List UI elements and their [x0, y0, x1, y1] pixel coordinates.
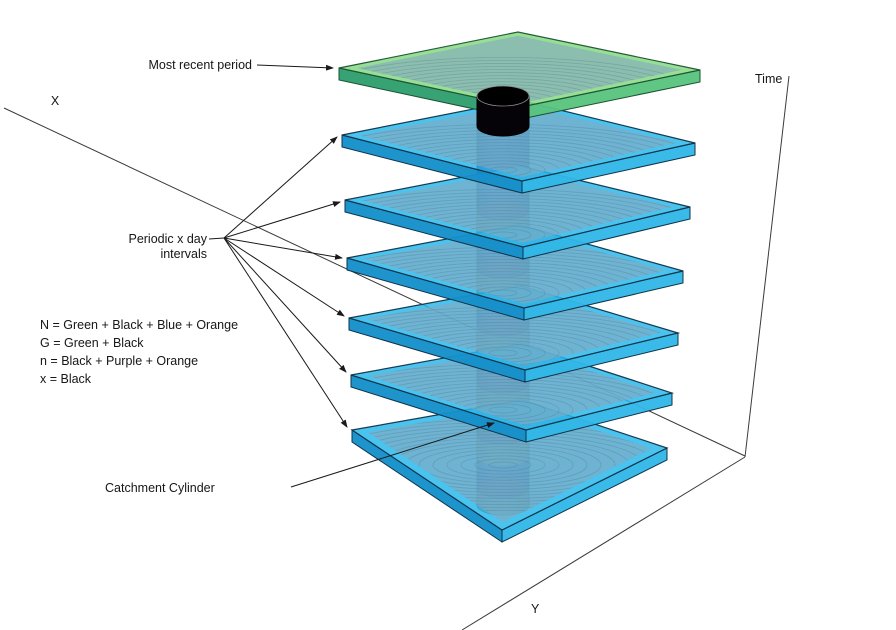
cap-top-ellipse — [476, 85, 530, 107]
arrow-periodic-interval-2 — [223, 201, 341, 239]
ripple-ring — [460, 455, 546, 475]
time-axis-line — [744, 75, 790, 458]
plane-inner-surface — [365, 290, 663, 366]
periodic-label-dash — [208, 237, 225, 240]
ripple-ring — [362, 195, 673, 243]
legend-line-4: x = Black — [40, 372, 92, 386]
legend-line-1: N = Green + Black + Blue + Orange — [40, 318, 238, 332]
ripple-ring — [488, 406, 518, 414]
ripple-ring — [488, 289, 518, 297]
ripple-ring — [474, 458, 532, 472]
y-axis-line — [461, 456, 746, 630]
ripple-ring — [418, 446, 588, 484]
plane-inner-surface — [359, 103, 678, 177]
plane-inner-surface — [362, 169, 673, 243]
ripple-ring — [357, 63, 682, 104]
plane-inner-surface — [367, 348, 657, 426]
periodic-intervals-label-line1: Periodic x day — [128, 232, 207, 246]
planes-layer — [338, 31, 701, 543]
annotation-arrows — [208, 64, 495, 488]
y-axis-label: Y — [531, 602, 540, 616]
ripple-ring — [365, 316, 663, 366]
legend-line-2: G = Green + Black — [40, 336, 144, 350]
most-recent-period-label: Most recent period — [148, 58, 252, 72]
legend-line-3: n = Black + Purple + Orange — [40, 354, 198, 368]
time-axis-label: Time — [755, 72, 782, 86]
arrow-periodic-interval-6 — [223, 237, 348, 428]
arrow-most-recent-period — [256, 64, 334, 71]
ripple-ring — [367, 376, 657, 426]
periodic-intervals-label-line2: intervals — [160, 247, 207, 261]
x-axis-label: X — [51, 94, 60, 108]
plane-inner-surface — [364, 229, 667, 304]
ripple-ring — [432, 449, 574, 481]
cylinder-black-cap — [476, 85, 530, 137]
plane-slab-blue-3 — [346, 224, 684, 321]
arrow-periodic-interval-4 — [223, 237, 345, 317]
arrow-periodic-interval-3 — [223, 237, 343, 260]
catchment-cylinder-label: Catchment Cylinder — [105, 481, 215, 495]
ripple-ring — [446, 452, 560, 478]
ripple-ring — [357, 56, 682, 104]
annotation-labels: Most recent period X Periodic x day inte… — [40, 58, 782, 616]
plane-slab-blue-6 — [350, 399, 669, 543]
ripple-ring — [488, 461, 518, 469]
ripple-ring — [362, 191, 673, 243]
ripple-ring — [357, 59, 682, 104]
arrow-periodic-interval-1 — [223, 136, 338, 239]
ripple-ring — [488, 349, 518, 357]
arrow-periodic-interval-5 — [223, 237, 347, 373]
plane-inner-surface — [357, 35, 682, 104]
ripple-ring — [364, 256, 667, 304]
ripple-ring — [362, 188, 673, 243]
arrow-catchment-cylinder — [290, 422, 495, 488]
cylinder-cap-overlay — [476, 85, 530, 137]
plane-slab-blue-2 — [344, 165, 691, 260]
cap-band — [476, 95, 530, 137]
plane-inner-surface — [367, 405, 652, 523]
